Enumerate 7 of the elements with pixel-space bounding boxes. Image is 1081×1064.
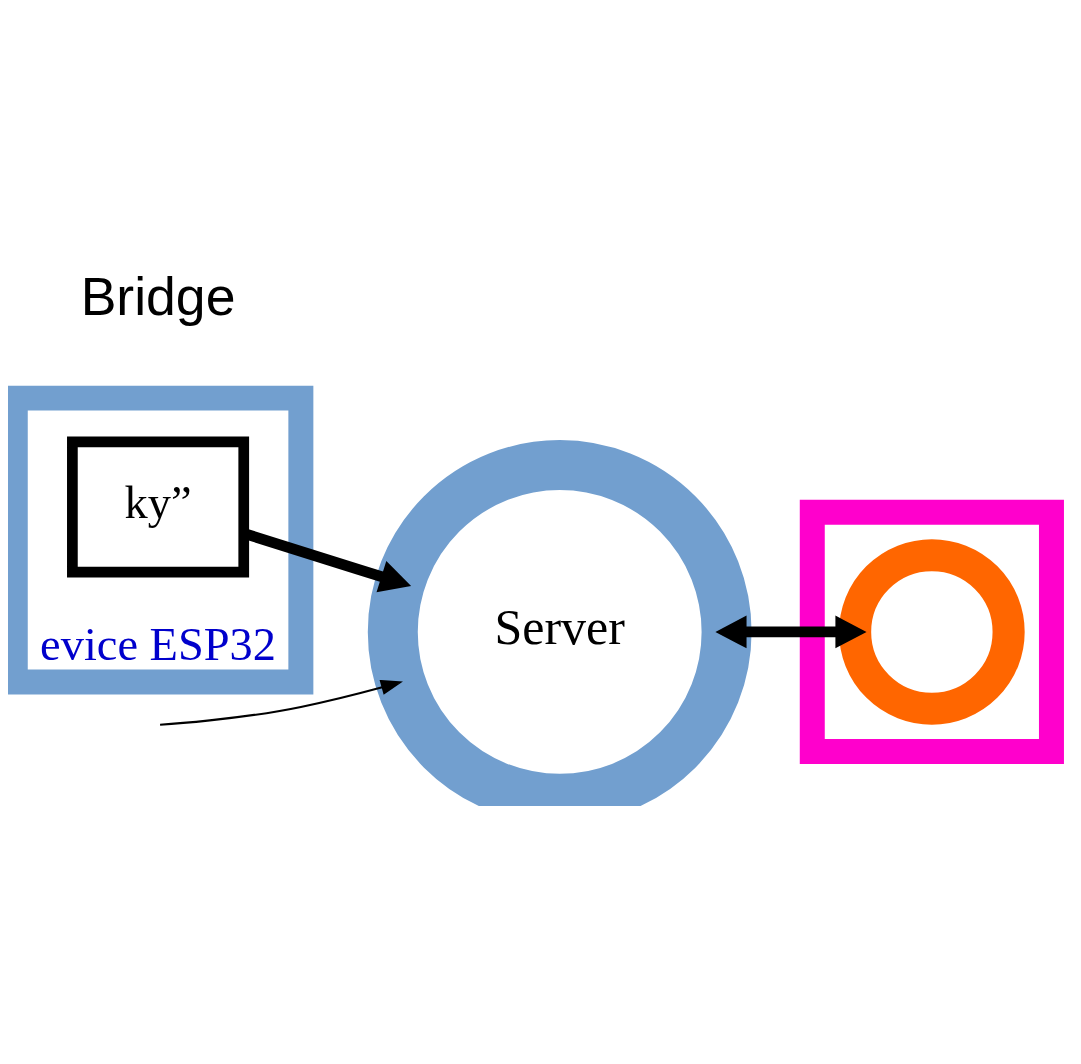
cluster (799, 499, 1064, 765)
node-circle (839, 539, 1025, 725)
arrow (160, 679, 403, 726)
node-circle: Server (367, 440, 752, 806)
node-box: ky” (67, 436, 250, 578)
arrow (715, 615, 867, 649)
label: Bridge (80, 267, 236, 327)
